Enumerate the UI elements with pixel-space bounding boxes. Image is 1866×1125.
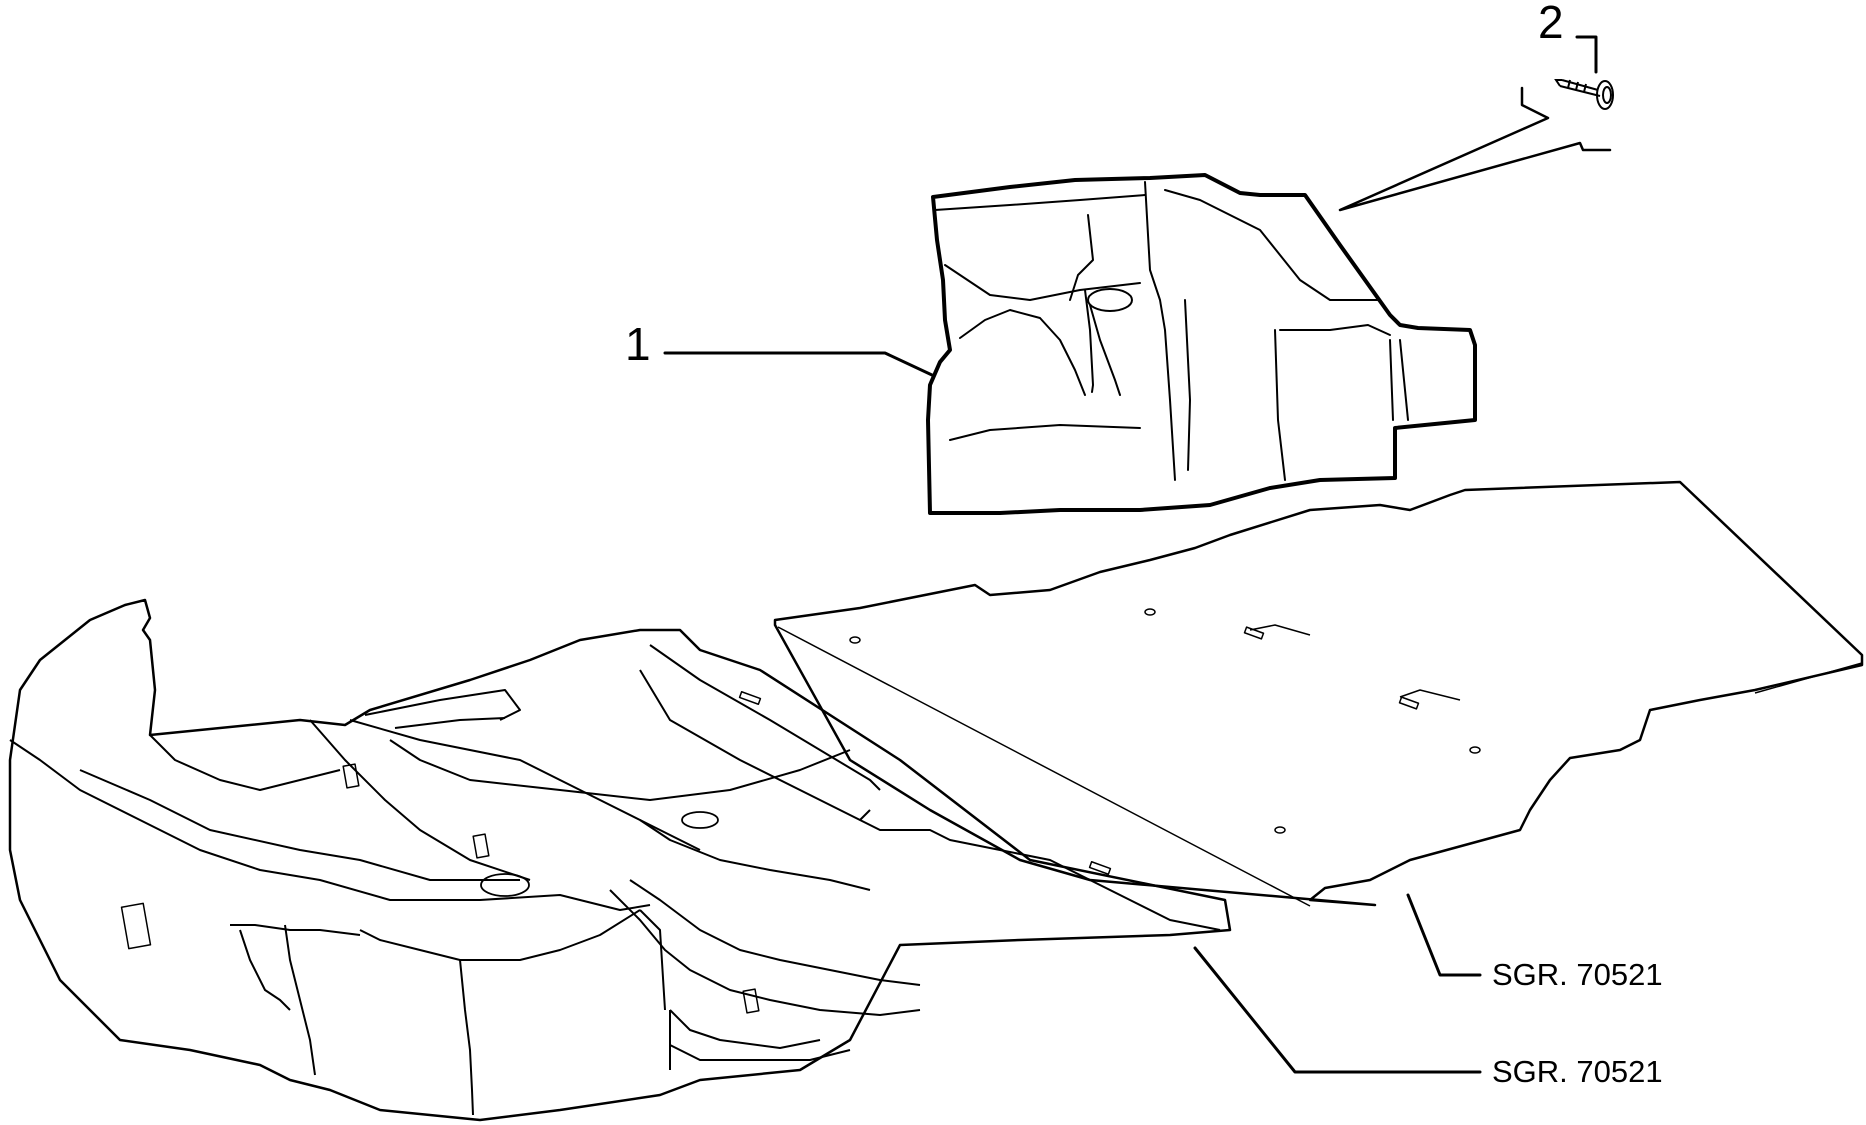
leader-lines bbox=[663, 35, 1612, 1074]
leader-line-1 bbox=[663, 351, 934, 377]
leader-line-ref-spare-wheel-tub bbox=[1193, 946, 1482, 1074]
callout-number-2: 2 bbox=[1538, 0, 1564, 48]
reference-label-floor-panel: SGR. 70521 bbox=[1492, 957, 1663, 992]
floor-panel bbox=[773, 480, 1864, 907]
callout-number-1: 1 bbox=[625, 318, 651, 370]
leader-line-2-bracket bbox=[1338, 86, 1612, 212]
spare-wheel-tub bbox=[8, 598, 1232, 1122]
part-1-side-trim-cover bbox=[926, 173, 1477, 515]
reference-label-spare-wheel-tub: SGR. 70521 bbox=[1492, 1054, 1663, 1089]
leader-line-ref-floor-panel bbox=[1406, 893, 1482, 977]
part-2-screw bbox=[1554, 79, 1614, 110]
leader-line-2 bbox=[1575, 35, 1598, 74]
